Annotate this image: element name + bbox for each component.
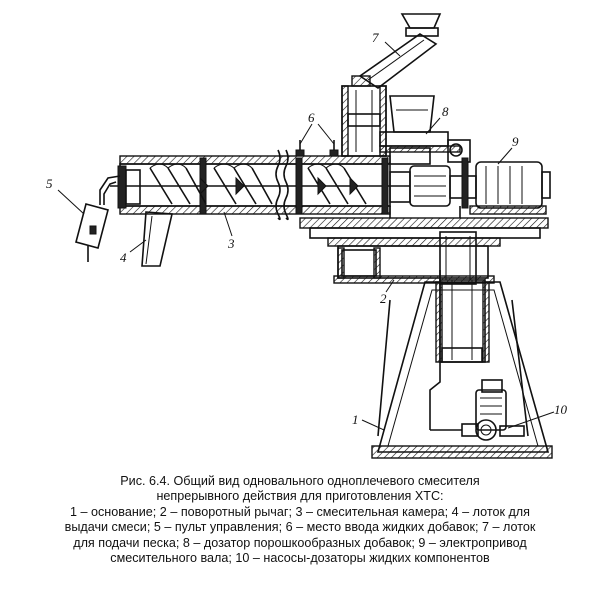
mixing-chamber xyxy=(110,140,410,221)
label-2: 2 xyxy=(380,291,387,306)
figure-caption: Рис. 6.4. Общий вид одновального однопле… xyxy=(0,474,600,566)
caption-line: для подачи песка; 8 – дозатор порошкообр… xyxy=(73,535,527,550)
sand-feed-tray xyxy=(351,13,442,89)
powder-doser xyxy=(379,95,471,165)
label-6: 6 xyxy=(308,110,315,125)
caption-line: выдачи смеси; 5 – пульт управления; 6 – … xyxy=(64,520,536,535)
feed-column xyxy=(341,85,387,157)
caption-line: непрерывного действия для приготовления … xyxy=(156,489,444,504)
discharge-chute xyxy=(141,211,173,267)
rotary-arm xyxy=(327,231,501,285)
part-labels: 1 2 3 4 5 6 7 8 9 10 xyxy=(46,30,568,427)
label-9: 9 xyxy=(512,134,519,149)
label-4: 4 xyxy=(120,250,127,265)
caption-line: 1 – основание; 2 – поворотный рычаг; 3 –… xyxy=(70,504,530,519)
label-7: 7 xyxy=(372,30,379,45)
label-3: 3 xyxy=(227,236,235,251)
electric-drive xyxy=(389,157,551,215)
main-frame xyxy=(299,206,549,239)
label-10: 10 xyxy=(554,402,568,417)
mixer-drawing: 1 2 3 4 5 6 7 8 9 10 xyxy=(46,13,568,459)
label-1: 1 xyxy=(352,412,359,427)
dosing-pumps xyxy=(429,270,525,441)
caption-line: Рис. 6.4. Общий вид одновального однопле… xyxy=(120,474,480,488)
control-panel xyxy=(75,175,121,262)
caption-line: смесительного вала; 10 – насосы-дозаторы… xyxy=(110,551,490,566)
label-5: 5 xyxy=(46,176,53,191)
leader-lines xyxy=(57,41,555,431)
label-8: 8 xyxy=(442,104,449,119)
